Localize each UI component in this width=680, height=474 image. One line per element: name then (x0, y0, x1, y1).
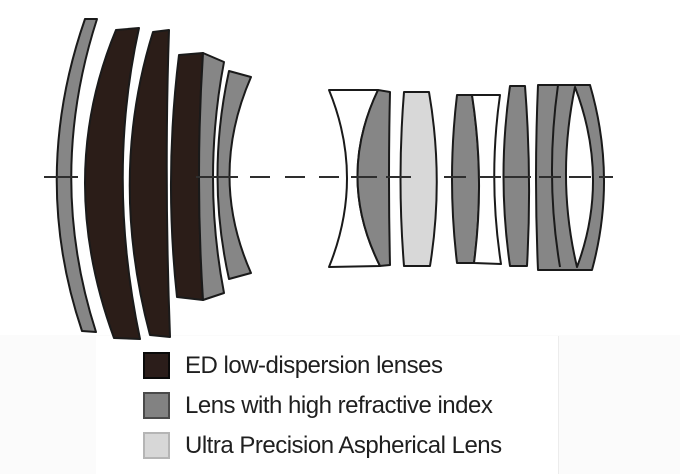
aspherical-label: Ultra Precision Aspherical Lens (185, 432, 502, 459)
ed-lens-label: ED low-dispersion lenses (185, 352, 443, 379)
high-refractive-label: Lens with high refractive index (185, 392, 493, 419)
ed-lens-swatch (143, 352, 170, 379)
aspherical-swatch (143, 432, 170, 459)
legend-row-high-ri: Lens with high refractive index (143, 392, 502, 419)
legend-row-ed: ED low-dispersion lenses (143, 352, 502, 379)
lens-5-concave-meniscus (216, 70, 252, 280)
high-refractive-swatch (143, 392, 170, 419)
lens-1-front-meniscus (55, 18, 98, 333)
lens-2-ed-meniscus (84, 27, 141, 340)
lens-3-ed-meniscus (128, 29, 171, 338)
lens-7-aspherical-biconvex (399, 91, 438, 267)
legend: ED low-dispersion lenses Lens with high … (143, 352, 502, 459)
legend-row-aspherical: Ultra Precision Aspherical Lens (143, 432, 502, 459)
legend-panel-background (96, 336, 559, 474)
lens-8b-cemented-concave (471, 94, 502, 265)
